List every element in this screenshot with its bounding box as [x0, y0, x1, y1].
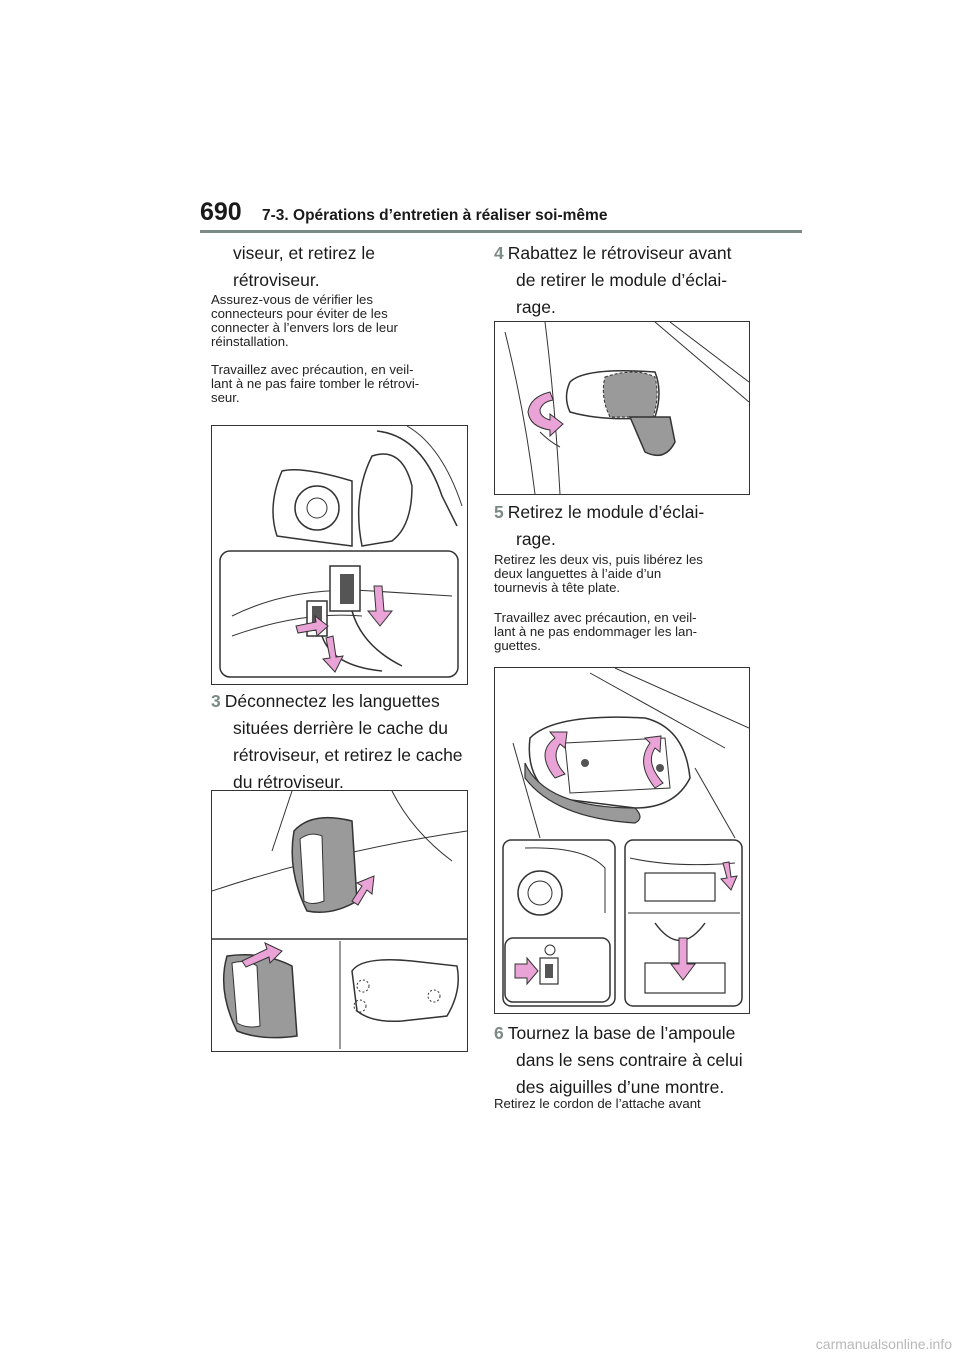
text-line: lant à ne pas endommager les lan-	[494, 624, 698, 639]
illustration-lighting-module	[494, 667, 750, 1014]
note-careful-tabs: Travaillez avec précaution, en veil- lan…	[494, 611, 754, 653]
text-line: connecter à l’envers lors de leur	[211, 320, 398, 335]
text-line: rage.	[516, 297, 556, 317]
note-connectors: Assurez-vous de vérifier les connecteurs…	[211, 293, 471, 349]
text-line: Travaillez avec précaution, en veil-	[494, 610, 697, 625]
text-line: deux languettes à l’aide d’un	[494, 566, 662, 581]
note-screws: Retirez les deux vis, puis libérez les d…	[494, 553, 754, 595]
text-line: des aiguilles d’une montre.	[516, 1077, 725, 1097]
watermark: carmanualsonline.info	[815, 1336, 952, 1352]
step-number: 5	[494, 502, 504, 522]
text-line: Retirez les deux vis, puis libérez les	[494, 552, 703, 567]
text-line: réinstallation.	[211, 334, 289, 349]
text-line: rétroviseur.	[233, 270, 320, 290]
step-number: 3	[211, 691, 221, 711]
illustration-connectors	[211, 425, 468, 685]
text-line: Travaillez avec précaution, en veil-	[211, 362, 414, 377]
section-title: 7-3. Opérations d’entretien à réaliser s…	[262, 207, 608, 224]
text-line: viseur, et retirez le	[233, 243, 375, 263]
text-line: Assurez-vous de vérifier les	[211, 292, 373, 307]
step-number: 6	[494, 1023, 504, 1043]
text-line: du rétroviseur.	[233, 772, 344, 792]
text-line: lant à ne pas faire tomber le rétrovi-	[211, 376, 420, 391]
note-cord: Retirez le cordon de l’attache avant	[494, 1096, 701, 1111]
text-line: rage.	[516, 529, 556, 549]
step-2-continuation: viseur, et retirez le rétroviseur.	[233, 240, 375, 294]
text-line: rétroviseur, et retirez le cache	[233, 745, 463, 765]
text-line: guettes.	[494, 638, 541, 653]
illustration-fold-mirror	[494, 321, 750, 495]
text-line: dans le sens contraire à celui	[516, 1050, 743, 1070]
step-number: 4	[494, 243, 504, 263]
text-line: connecteurs pour éviter de les	[211, 306, 388, 321]
header-rule	[200, 230, 802, 233]
page-number: 690	[200, 198, 242, 226]
text-line: seur.	[211, 390, 240, 405]
note-careful-mirror: Travaillez avec précaution, en veil- lan…	[211, 363, 471, 405]
text-line: tournevis à tête plate.	[494, 580, 621, 595]
illustration-mirror-cover	[211, 790, 468, 1052]
text-line: de retirer le module d’éclai-	[516, 270, 728, 290]
text-line: situées derrière le cache du	[233, 718, 448, 738]
